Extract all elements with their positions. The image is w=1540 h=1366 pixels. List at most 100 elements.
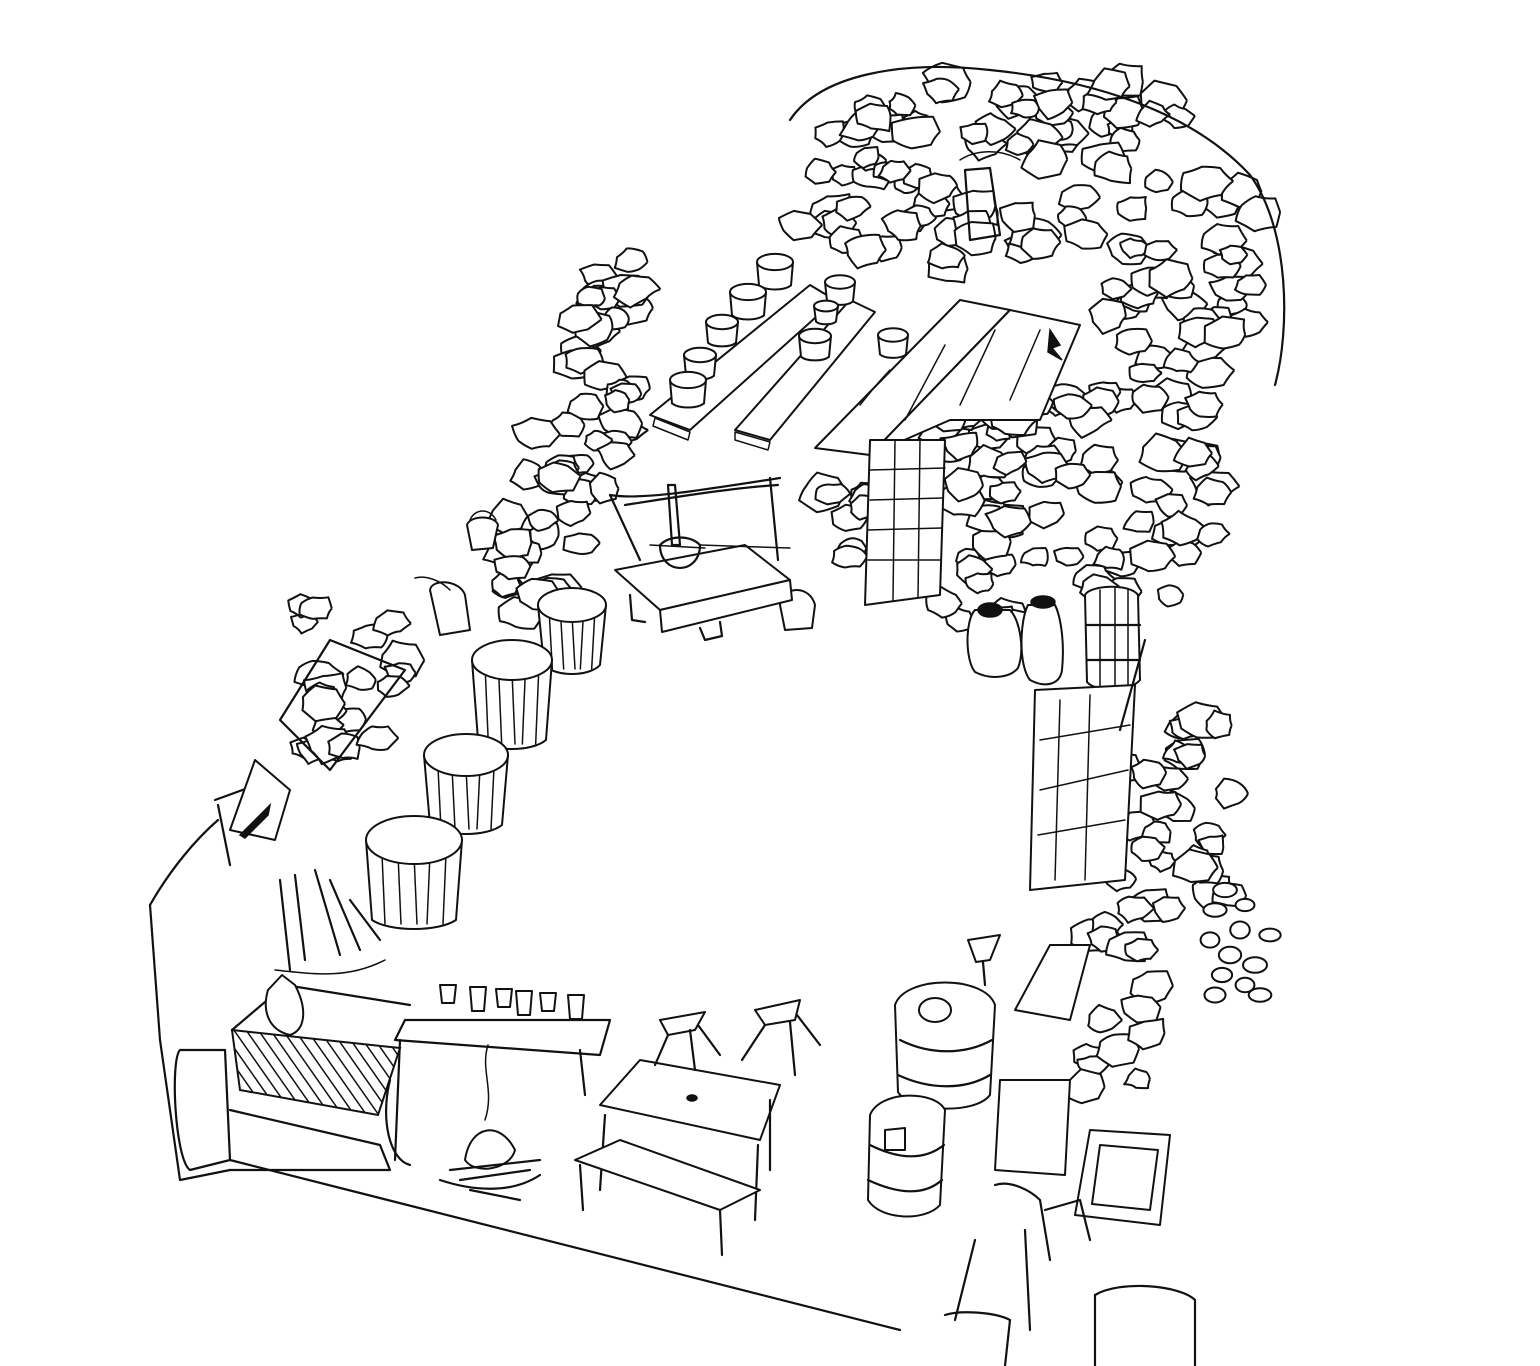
stone bbox=[493, 555, 532, 581]
barrel-top bbox=[365, 815, 463, 865]
stone bbox=[831, 544, 868, 569]
stone bbox=[1004, 132, 1035, 156]
loose-pebbles bbox=[1199, 881, 1282, 1004]
plank-benches bbox=[649, 284, 1081, 456]
stone bbox=[959, 122, 989, 146]
stone bbox=[1156, 584, 1185, 608]
back-wall-niche bbox=[963, 166, 1002, 242]
stone bbox=[596, 441, 636, 471]
stone bbox=[984, 505, 1032, 539]
cup bbox=[515, 990, 533, 1016]
barrel-top bbox=[423, 733, 509, 777]
stone bbox=[511, 416, 561, 450]
stone bbox=[603, 389, 631, 414]
stone bbox=[1100, 277, 1133, 301]
stone bbox=[1019, 547, 1049, 567]
stone bbox=[612, 274, 662, 309]
stone bbox=[1052, 393, 1093, 420]
barrel-top bbox=[471, 639, 553, 681]
stone bbox=[1144, 168, 1174, 194]
stone bbox=[1129, 539, 1177, 573]
stone bbox=[1148, 258, 1194, 299]
stone bbox=[1119, 237, 1151, 260]
stone bbox=[1184, 390, 1224, 418]
stone bbox=[1192, 476, 1233, 506]
stone bbox=[1203, 315, 1247, 350]
left-stone-ledge-outline bbox=[278, 638, 407, 772]
cup bbox=[567, 994, 585, 1020]
barrels-and-tubs bbox=[365, 587, 607, 930]
lower-left-hearth-area bbox=[148, 759, 902, 1332]
wooden-partition bbox=[1029, 638, 1147, 891]
stone bbox=[814, 120, 845, 148]
stone bbox=[1010, 98, 1040, 119]
stool-stump-top bbox=[669, 370, 707, 390]
stone bbox=[943, 467, 984, 503]
pebble bbox=[1234, 976, 1256, 994]
stone bbox=[1053, 546, 1085, 567]
stone bbox=[576, 285, 606, 308]
stone bbox=[835, 195, 872, 222]
stone bbox=[854, 102, 892, 133]
stone bbox=[1063, 218, 1109, 250]
stone bbox=[1128, 362, 1163, 384]
stone bbox=[1160, 509, 1210, 547]
stone bbox=[344, 665, 377, 691]
stone bbox=[1196, 522, 1231, 548]
stool-stump-top bbox=[877, 327, 909, 343]
pebble bbox=[1199, 931, 1221, 949]
stone bbox=[926, 242, 966, 270]
wooden-stool-stumps bbox=[669, 252, 909, 409]
stone bbox=[1124, 937, 1160, 963]
pebble bbox=[1242, 956, 1268, 974]
stone bbox=[537, 461, 582, 494]
stone bbox=[877, 159, 912, 184]
stone bbox=[1093, 150, 1133, 185]
stone bbox=[1131, 383, 1170, 414]
stool-stump-top bbox=[813, 299, 839, 313]
pebble bbox=[1203, 986, 1227, 1004]
stone bbox=[1130, 835, 1166, 862]
stool-stump-top bbox=[798, 327, 832, 345]
stone bbox=[1116, 895, 1155, 924]
stone bbox=[527, 508, 560, 532]
stool-stump-top bbox=[756, 252, 794, 272]
stone bbox=[921, 77, 960, 105]
left-stone-wall bbox=[287, 247, 886, 766]
barrel bbox=[365, 839, 463, 930]
stone bbox=[1088, 297, 1127, 335]
pebble bbox=[1247, 987, 1273, 1003]
stone bbox=[1092, 545, 1126, 571]
pebble bbox=[1210, 966, 1234, 984]
stone bbox=[1162, 347, 1200, 374]
stone bbox=[844, 233, 887, 270]
stone bbox=[917, 172, 959, 205]
pebble bbox=[1229, 920, 1251, 940]
stone bbox=[964, 572, 995, 595]
wooden-door bbox=[864, 439, 946, 606]
stone bbox=[992, 450, 1028, 477]
stool-stump-top bbox=[824, 274, 856, 290]
lower-right-vessels bbox=[866, 934, 1197, 1366]
pebble bbox=[1202, 902, 1228, 918]
stone bbox=[1020, 227, 1062, 260]
stone bbox=[1116, 195, 1148, 222]
stone bbox=[557, 304, 603, 334]
stone bbox=[880, 209, 922, 242]
stone bbox=[777, 209, 823, 242]
stone bbox=[1179, 165, 1234, 202]
stone bbox=[814, 483, 852, 506]
table-and-stools bbox=[574, 999, 822, 1257]
back-stone-wall bbox=[777, 61, 1282, 389]
stone bbox=[555, 500, 592, 528]
stone bbox=[998, 201, 1036, 233]
stone bbox=[1130, 758, 1168, 790]
cup bbox=[495, 988, 513, 1008]
stone bbox=[1120, 994, 1162, 1024]
stone bbox=[492, 528, 533, 561]
stone bbox=[562, 532, 601, 555]
stone bbox=[1139, 790, 1183, 821]
stone bbox=[1087, 1003, 1123, 1034]
